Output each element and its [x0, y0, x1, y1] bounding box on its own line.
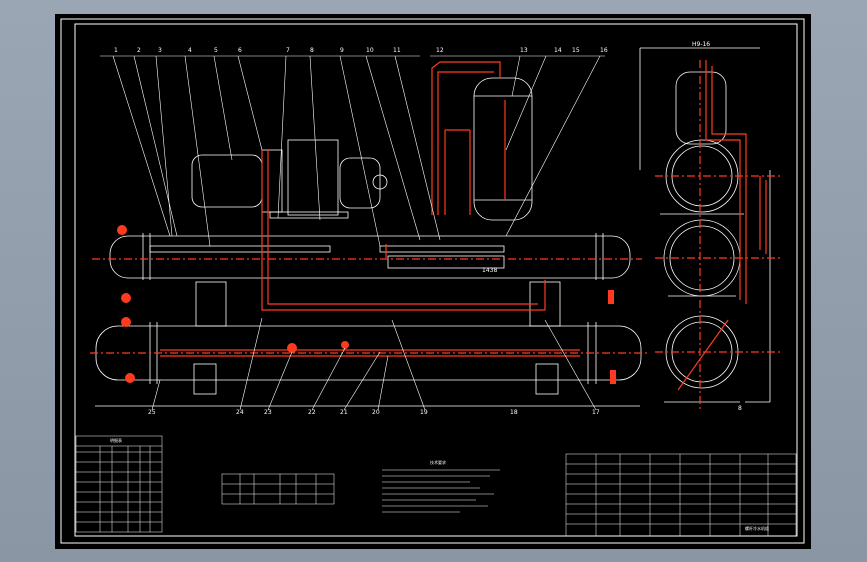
part-number-16: 16 [600, 47, 608, 54]
part-number-9: 9 [340, 47, 344, 54]
part-number-12: 12 [436, 47, 444, 54]
length-dimension: 1438 [482, 267, 497, 274]
part-number-20: 20 [372, 409, 380, 416]
part-number-11: 11 [393, 47, 401, 54]
leader-lines-bottom [151, 317, 597, 411]
drawing-sheet [55, 14, 811, 549]
parts-list-header: 明细表 [110, 437, 122, 443]
oil-separator-tank [473, 77, 533, 221]
part-number-23: 23 [264, 409, 272, 416]
flanges [117, 225, 616, 384]
part-number-17: 17 [592, 409, 600, 416]
parts-list-table [75, 435, 163, 533]
leader-lines-top [100, 55, 605, 247]
part-number-7: 7 [286, 47, 290, 54]
pipework [90, 61, 648, 357]
title-block [565, 453, 797, 537]
title-block-label: 螺杆冷水机组 [745, 525, 769, 531]
part-number-22: 22 [308, 409, 316, 416]
part-number-18: 18 [510, 409, 518, 416]
middle-table [221, 473, 335, 505]
inner-frame [74, 23, 798, 537]
technical-notes-header: 技术要求 [430, 459, 446, 465]
part-numbers-top: 1 2 3 4 5 6 7 8 9 10 11 12 13 14 15 16 [114, 47, 608, 54]
part-number-24: 24 [236, 409, 244, 416]
upper-shell [109, 233, 631, 280]
part-number-21: 21 [340, 409, 348, 416]
bottom-mark: 8 [738, 405, 742, 412]
part-number-1: 1 [114, 47, 118, 54]
part-number-19: 19 [420, 409, 428, 416]
part-numbers-bottom: 25 24 23 22 21 20 19 18 17 [148, 409, 600, 416]
part-number-2: 2 [137, 47, 141, 54]
outer-frame [60, 18, 805, 544]
part-number-13: 13 [520, 47, 528, 54]
part-number-8: 8 [310, 47, 314, 54]
technical-notes [382, 469, 500, 513]
part-number-5: 5 [214, 47, 218, 54]
part-number-3: 3 [158, 47, 162, 54]
part-number-6: 6 [238, 47, 242, 54]
side-dimension-label: H9-16 [692, 41, 710, 48]
part-number-14: 14 [554, 47, 562, 54]
part-number-4: 4 [188, 47, 192, 54]
part-number-25: 25 [148, 409, 156, 416]
side-view-pipes [655, 60, 780, 410]
part-number-15: 15 [572, 47, 580, 54]
part-number-10: 10 [366, 47, 374, 54]
